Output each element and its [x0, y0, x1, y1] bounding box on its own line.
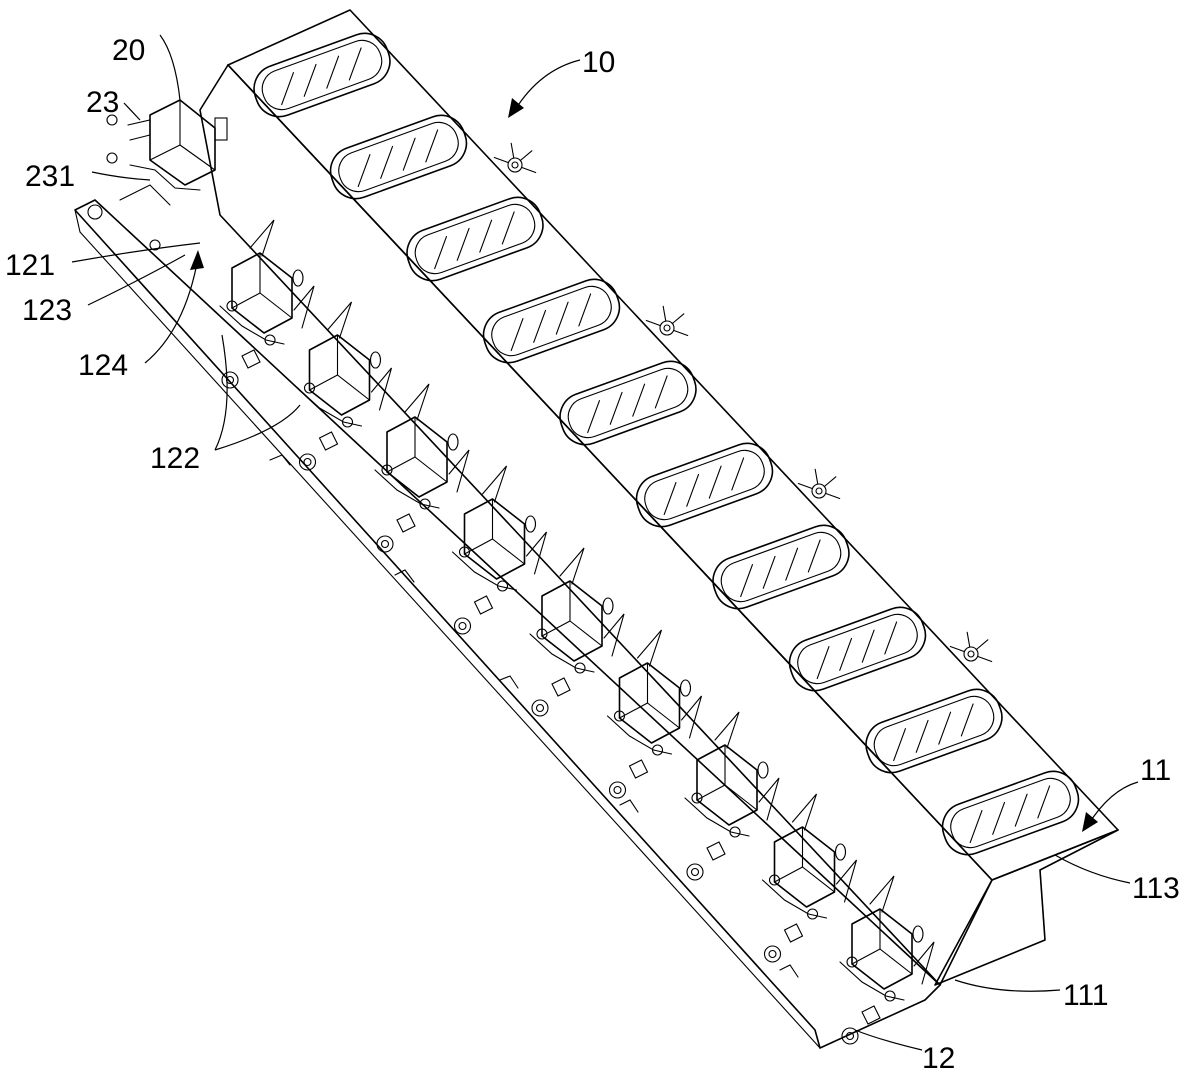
slot-10 — [941, 770, 1080, 856]
label-231: 231 — [25, 160, 75, 193]
arrow-10 — [508, 98, 524, 118]
leader-lines — [71, 34, 1139, 1051]
label-123: 123 — [22, 294, 72, 327]
left-face — [199, 64, 993, 986]
arrow-124 — [190, 250, 204, 270]
top-face — [227, 9, 1119, 881]
label-11: 11 — [1140, 754, 1171, 787]
switch-6 — [606, 629, 703, 799]
slot-6 — [635, 442, 774, 528]
label-20: 20 — [112, 34, 145, 67]
slot-5 — [559, 360, 697, 446]
side-contact-group — [493, 142, 993, 663]
base-plate — [74, 199, 941, 1049]
switch-5 — [529, 547, 625, 717]
slot-9 — [865, 688, 1003, 774]
label-122: 122 — [150, 442, 200, 475]
slot-4 — [482, 278, 621, 364]
arrow-11 — [1082, 812, 1098, 832]
label-121: 121 — [5, 249, 55, 282]
switch-1 — [219, 219, 315, 389]
label-23: 23 — [86, 86, 119, 119]
ridge-edge — [227, 64, 993, 881]
label-111: 111 — [1063, 979, 1109, 1012]
switch-9 — [839, 875, 935, 1045]
switch-8 — [761, 793, 858, 963]
switch-4 — [451, 465, 548, 635]
switch-group — [219, 219, 935, 1045]
slot-3 — [406, 196, 544, 282]
label-113: 113 — [1132, 872, 1180, 905]
label-12: 12 — [922, 1042, 955, 1075]
switch-2 — [296, 301, 393, 471]
label-10: 10 — [582, 46, 615, 79]
side-contact-2 — [645, 305, 689, 337]
housing-body — [74, 9, 1119, 1049]
slot-2 — [329, 114, 468, 200]
slot-1 — [253, 32, 391, 118]
side-contact-4 — [949, 631, 993, 663]
switch-3 — [374, 383, 470, 553]
side-contact-1 — [493, 142, 537, 174]
slot-8 — [788, 606, 927, 692]
slot-group — [253, 32, 1080, 856]
base-notches — [269, 454, 799, 978]
label-124: 124 — [78, 349, 128, 382]
switch-7 — [684, 711, 780, 881]
side-contact-3 — [797, 468, 841, 500]
slot-7 — [712, 524, 850, 610]
